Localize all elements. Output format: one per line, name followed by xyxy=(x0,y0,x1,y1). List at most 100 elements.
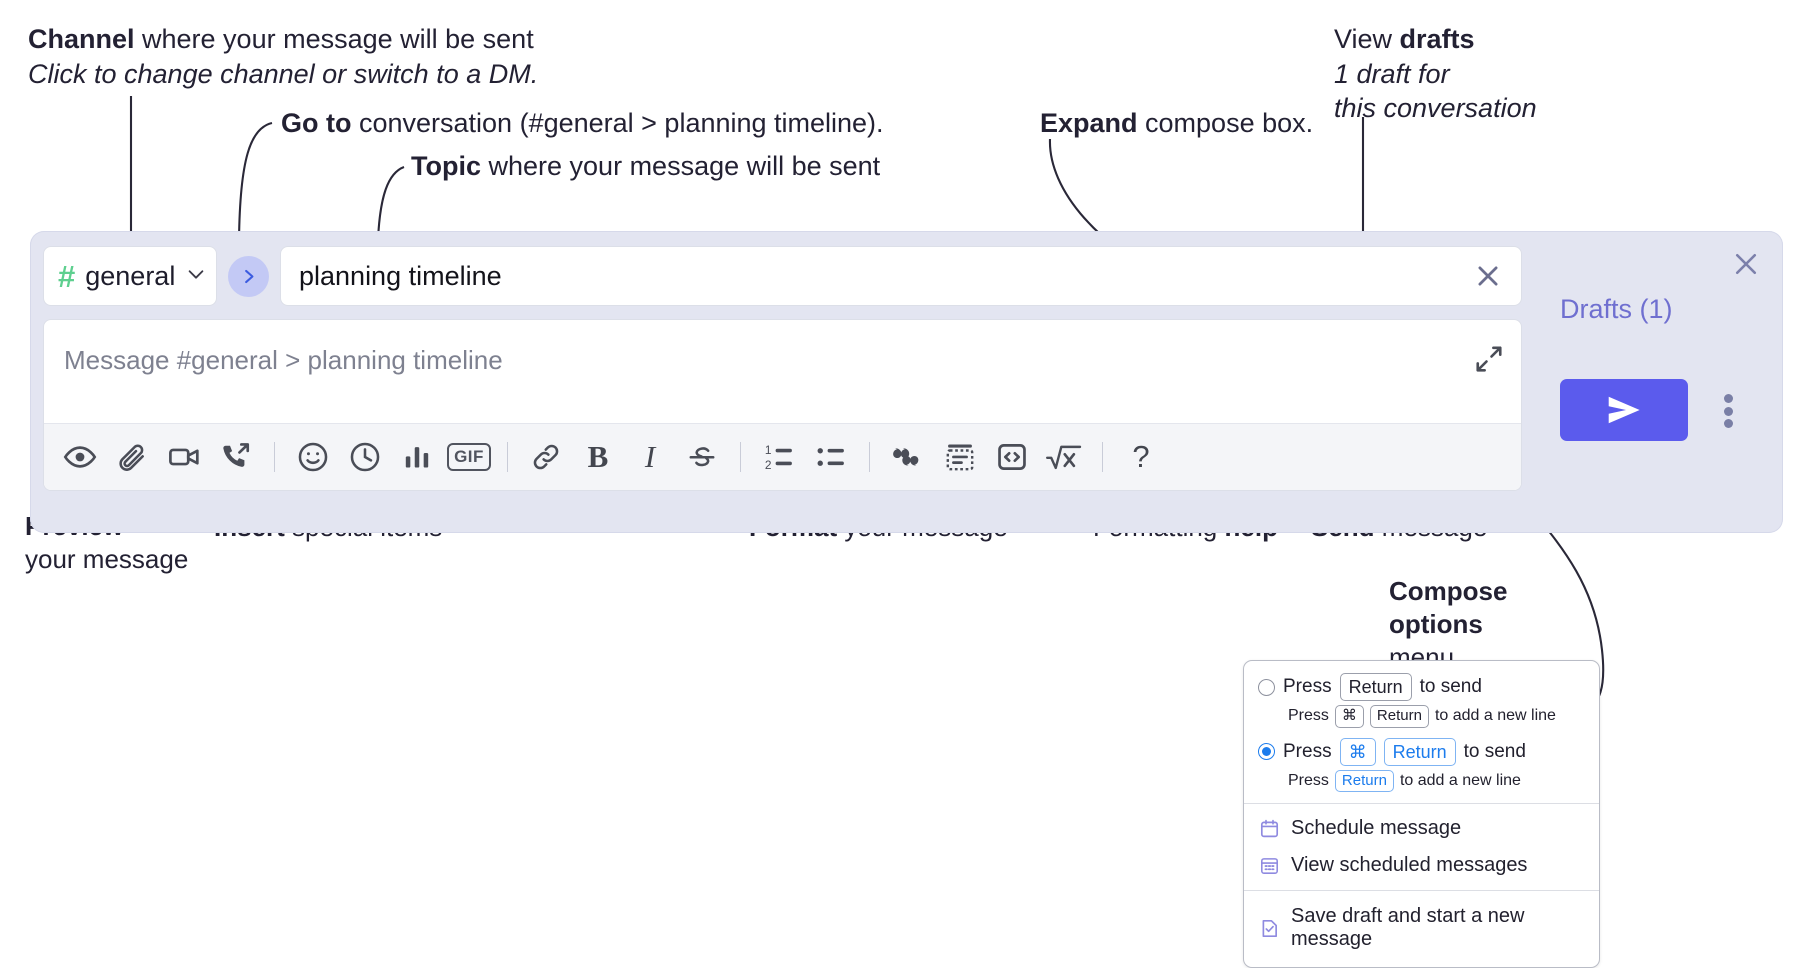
annotation-compose-options-line1: Compose xyxy=(1389,576,1508,606)
bulleted-list-button[interactable] xyxy=(805,431,857,483)
send-option-return-sub: Press ⌘ Return to add a new line xyxy=(1244,703,1599,729)
key-command: ⌘ xyxy=(1339,737,1376,766)
annotation-channel-rest: where your message will be sent xyxy=(134,24,534,54)
message-composer: Message #general > planning timeline xyxy=(43,319,1522,491)
annotation-channel-sub: Click to change channel or switch to a D… xyxy=(28,58,539,89)
link-button[interactable] xyxy=(520,431,572,483)
send-option-cmd-tail: to send xyxy=(1463,740,1526,762)
svg-text:1: 1 xyxy=(765,443,772,457)
send-option-cmd-press: Press xyxy=(1283,740,1332,762)
panel-close-button[interactable] xyxy=(1731,249,1761,284)
annotation-drafts: View drafts 1 draft for this conversatio… xyxy=(1334,22,1537,126)
chevron-down-icon xyxy=(185,263,207,290)
bold-icon: B xyxy=(587,439,609,474)
message-input[interactable]: Message #general > planning timeline xyxy=(44,320,1521,423)
compose-left-column: # general planning timeline xyxy=(43,243,1522,491)
strikethrough-button[interactable] xyxy=(676,431,728,483)
sub-tail: to add a new line xyxy=(1399,771,1521,789)
annotation-drafts-bold: drafts xyxy=(1399,24,1475,54)
annotation-channel: Channel where your message will be sent … xyxy=(28,22,538,91)
goto-conversation-button[interactable] xyxy=(228,255,269,297)
menu-draft-group: Save draft and start a new message xyxy=(1244,891,1599,967)
audio-clip-button[interactable] xyxy=(210,431,262,483)
close-icon xyxy=(1478,266,1498,286)
inline-code-button[interactable] xyxy=(986,431,1038,483)
compose-panel: # general planning timeline xyxy=(30,231,1783,533)
emoji-smiley-icon xyxy=(298,442,328,472)
annotation-drafts-sub1: 1 draft for xyxy=(1334,58,1450,89)
menu-item-view-scheduled[interactable]: View scheduled messages xyxy=(1244,847,1599,884)
annotated-screenshot: Channel where your message will be sent … xyxy=(0,0,1814,944)
toolbar-divider xyxy=(740,442,741,472)
preview-icon xyxy=(63,446,97,468)
annotation-compose-options-line2: options xyxy=(1389,609,1483,640)
sub-press: Press xyxy=(1288,771,1329,789)
send-button[interactable] xyxy=(1560,379,1688,441)
clock-icon xyxy=(350,442,380,472)
formatting-help-button[interactable]: ? xyxy=(1115,431,1167,483)
annotation-topic: Topic where your message will be sent xyxy=(411,149,880,184)
topic-clear-button[interactable] xyxy=(1471,259,1505,293)
math-button[interactable] xyxy=(1038,431,1090,483)
send-option-cmd-return[interactable]: Press ⌘ Return to send xyxy=(1244,736,1599,768)
menu-item-label: View scheduled messages xyxy=(1291,854,1528,877)
calendar-icon xyxy=(1258,818,1280,840)
reminder-button[interactable] xyxy=(339,431,391,483)
leader-goto xyxy=(237,121,273,241)
key-return: Return xyxy=(1369,705,1429,728)
annotation-goto: Go to conversation (#general > planning … xyxy=(281,106,884,141)
phone-outgoing-icon xyxy=(223,443,250,467)
menu-item-label: Schedule message xyxy=(1291,817,1462,840)
topic-value: planning timeline xyxy=(299,260,502,291)
blockquote-button[interactable] xyxy=(882,431,934,483)
kebab-dot xyxy=(1723,419,1733,428)
annotation-drafts-lead: View xyxy=(1334,24,1400,54)
preview-button[interactable] xyxy=(54,431,106,483)
bar-chart-icon xyxy=(405,447,429,468)
poll-button[interactable] xyxy=(391,431,443,483)
sub-press: Press xyxy=(1288,707,1329,725)
annotation-expand-rest: compose box. xyxy=(1137,108,1314,138)
expand-compose-button[interactable] xyxy=(1474,344,1504,379)
drafts-link[interactable]: Drafts (1) xyxy=(1560,294,1673,324)
send-paper-plane-icon xyxy=(1608,396,1640,424)
key-command: ⌘ xyxy=(1334,705,1364,728)
menu-item-schedule-message[interactable]: Schedule message xyxy=(1244,810,1599,847)
gif-button[interactable]: GIF xyxy=(443,431,495,483)
annotation-expand: Expand compose box. xyxy=(1040,106,1313,141)
annotation-topic-bold: Topic xyxy=(411,151,481,181)
send-option-return[interactable]: Press Return to send xyxy=(1244,671,1599,703)
attach-file-button[interactable] xyxy=(106,431,158,483)
strikethrough-icon xyxy=(689,447,715,467)
menu-divider xyxy=(1244,803,1599,805)
emoji-button[interactable] xyxy=(287,431,339,483)
annotation-preview-sub: your message xyxy=(25,544,189,575)
compose-options-button[interactable] xyxy=(1715,394,1741,428)
code-block-button[interactable] xyxy=(934,431,986,483)
topic-input[interactable]: planning timeline xyxy=(280,246,1522,306)
bold-button[interactable]: B xyxy=(572,431,624,483)
menu-item-save-draft[interactable]: Save draft and start a new message xyxy=(1244,898,1599,958)
annotation-expand-bold: Expand xyxy=(1040,108,1138,138)
toolbar-divider xyxy=(869,442,870,472)
send-option-return-press: Press xyxy=(1283,676,1332,698)
file-check-icon xyxy=(1258,917,1280,939)
channel-selector[interactable]: # general xyxy=(43,246,217,306)
annotation-channel-bold: Channel xyxy=(28,24,135,54)
key-return: Return xyxy=(1334,769,1394,793)
menu-item-label: Save draft and start a new message xyxy=(1291,905,1525,951)
italic-button[interactable]: I xyxy=(624,431,676,483)
kebab-dot xyxy=(1723,406,1733,416)
chevron-right-icon xyxy=(245,269,254,283)
ordered-list-button[interactable]: 1 2 xyxy=(753,431,805,483)
expand-diagonal-icon xyxy=(1476,346,1502,372)
video-clip-button[interactable] xyxy=(158,431,210,483)
compose-header-row: # general planning timeline xyxy=(43,243,1522,309)
compose-options-menu: Press Return to send Press ⌘ Return to a… xyxy=(1243,660,1600,968)
link-icon xyxy=(533,444,559,470)
kebab-dot xyxy=(1723,394,1733,403)
send-option-cmd-sub: Press Return to add a new line xyxy=(1244,768,1599,794)
svg-text:2: 2 xyxy=(765,458,772,472)
video-camera-icon xyxy=(169,448,199,466)
message-placeholder: Message #general > planning timeline xyxy=(64,345,503,375)
